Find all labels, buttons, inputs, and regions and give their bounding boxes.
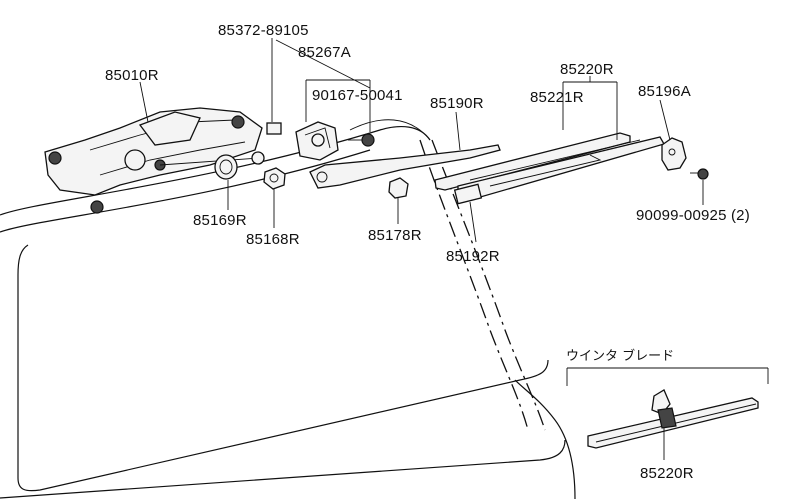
label-85220R: 85220R — [560, 61, 614, 78]
label-85169R: 85169R — [193, 212, 247, 229]
label-85221R: 85221R — [530, 89, 584, 106]
pivot-85267A — [295, 121, 339, 161]
screw-90099 — [690, 168, 709, 180]
wiper-arm-85190 — [309, 144, 501, 189]
label-90099: 90099-00925 (2) — [636, 207, 750, 224]
cap-85178 — [388, 177, 409, 199]
label-85192R: 85192R — [446, 248, 500, 265]
wiper-blade-85220 — [434, 132, 665, 205]
label-85196A: 85196A — [638, 83, 691, 100]
winter-blade-inset: ウインタ ブレード 85220R — [566, 348, 769, 482]
label-winter-85220R: 85220R — [640, 465, 694, 482]
label-85190R: 85190R — [430, 95, 484, 112]
label-85267A: 85267A — [298, 44, 351, 61]
wiper-motor-assembly — [44, 107, 265, 214]
nut-85168 — [263, 167, 286, 190]
label-85372: 85372-89105 — [218, 22, 309, 39]
holder-85196A — [661, 137, 687, 171]
grommet-85372 — [266, 122, 282, 135]
label-85010R: 85010R — [105, 67, 159, 84]
leader-lines — [139, 38, 704, 243]
label-85178R: 85178R — [368, 227, 422, 244]
label-winter-blade: ウインタ ブレード — [566, 348, 674, 364]
bushing-85169 — [214, 154, 238, 180]
bolt-90167 — [348, 133, 375, 147]
label-90167: 90167-50041 — [312, 87, 403, 104]
label-85168R: 85168R — [246, 231, 300, 248]
